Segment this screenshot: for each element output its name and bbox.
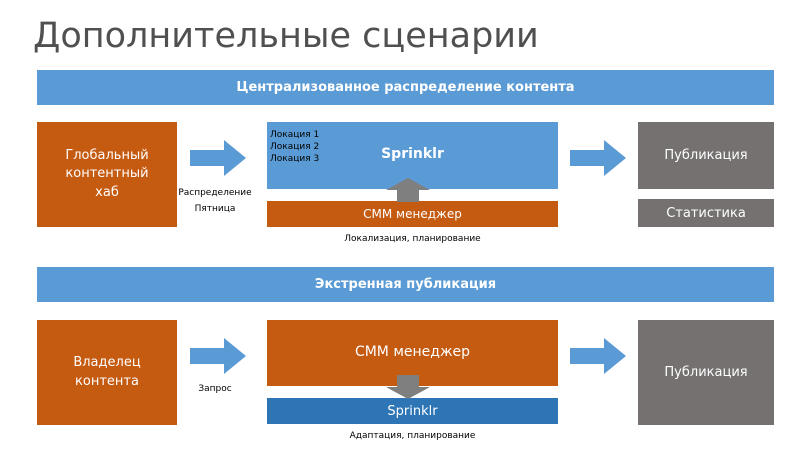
locations-list: Локация 1 Локация 2 Локация 3	[270, 129, 319, 165]
friday-text: Пятница	[194, 204, 236, 214]
arrow-right-icon	[570, 338, 626, 374]
statistics-box: Статистика	[638, 199, 774, 227]
location-item: Локация 2	[270, 142, 320, 152]
arrow-right-icon	[190, 140, 246, 176]
location-item: Локация 3	[270, 154, 320, 164]
content-owner-box: Владелец контента	[37, 320, 177, 425]
section2-banner: Экстренная публикация	[37, 267, 774, 302]
localization-caption: Локализация, планирование	[344, 234, 481, 244]
arrow-down-icon	[386, 375, 430, 399]
publication-box-2: Публикация	[638, 320, 774, 425]
smm-manager-label: СММ менеджер	[354, 344, 471, 360]
sprinklr-bar: Sprinklr	[267, 398, 558, 424]
sprinklr-label: Sprinklr	[381, 146, 444, 162]
publication-box: Публикация	[638, 122, 774, 189]
smm-manager-bar: СММ менеджер	[267, 201, 558, 227]
sprinklr-box: Sprinklr	[267, 122, 558, 189]
section1-banner: Централизованное распределение контента	[37, 70, 774, 105]
distribution-text: Распределение	[178, 188, 252, 198]
arrow-up-icon	[386, 178, 430, 202]
request-label: Запрос	[198, 384, 232, 394]
content-hub-box: Глобальный контентный хаб	[37, 122, 177, 227]
page-title: Дополнительные сценарии	[33, 16, 539, 56]
arrow-right-icon	[190, 338, 246, 374]
location-item: Локация 1	[270, 130, 320, 140]
arrow-right-icon	[570, 140, 626, 176]
adaptation-caption: Адаптация, планирование	[349, 431, 476, 441]
